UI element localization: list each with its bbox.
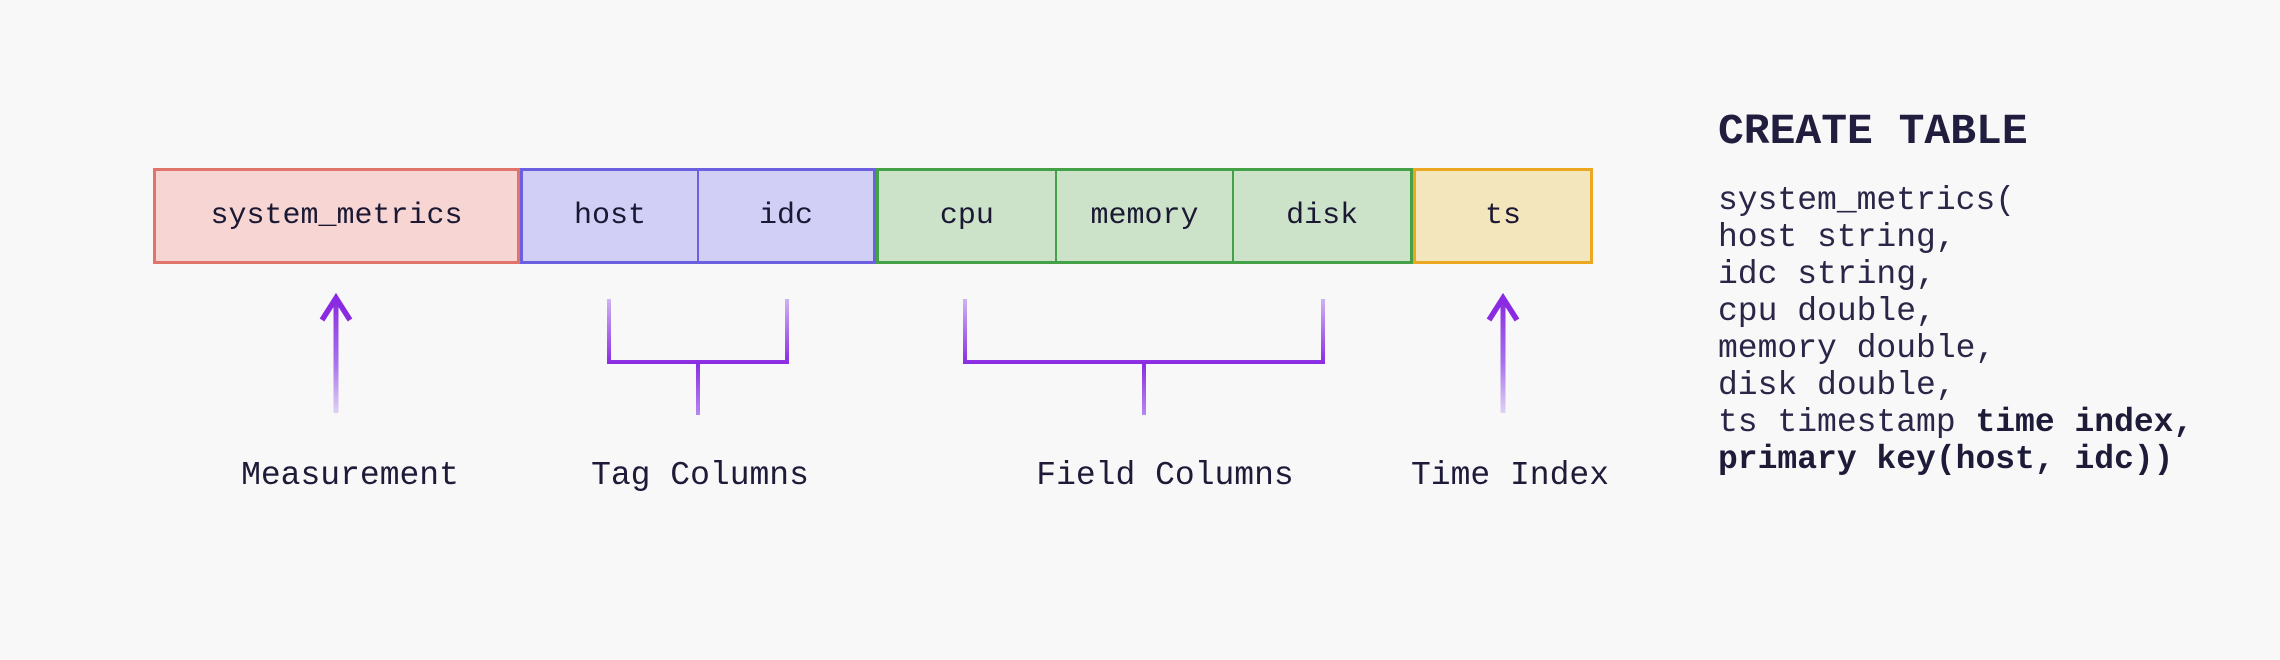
sql-panel: CREATE TABLE system_metrics(host string,… (1718, 107, 2193, 479)
tag-column-cell-idc: idc (699, 171, 873, 261)
cell-divider (697, 171, 699, 261)
sql-text-segment: disk double, (1718, 367, 1956, 404)
field-column-label: cpu (939, 199, 994, 233)
sql-text-segment: ts timestamp (1718, 404, 1976, 441)
table-strip: system_metrics host idc cpu memory disk (153, 168, 1593, 264)
measurement-arrow-icon (319, 292, 353, 413)
sql-keyword-segment: time index, (1975, 404, 2194, 441)
time-index-label: Time Index (1410, 457, 1610, 494)
tag-column-cell-host: host (523, 171, 697, 261)
measurement-label: Measurement (241, 457, 459, 494)
field-column-cell-cpu: cpu (879, 171, 1055, 261)
tag-column-label: idc (758, 199, 813, 233)
time-index-arrow-icon (1486, 292, 1520, 413)
tag-columns-bracket-icon (607, 299, 789, 415)
sql-text-segment: idc string, (1718, 256, 1936, 293)
sql-line: system_metrics( (1718, 182, 2193, 219)
field-columns-bracket-icon (963, 299, 1325, 415)
cell-divider (1054, 171, 1057, 261)
tag-column-label: host (573, 199, 646, 233)
field-column-cell-memory: memory (1057, 171, 1233, 261)
sql-statement: system_metrics(host string,idc string,cp… (1718, 182, 2193, 478)
sql-line: host string, (1718, 219, 2193, 256)
field-columns-group: cpu memory disk (876, 168, 1413, 264)
sql-heading: CREATE TABLE (1718, 107, 2028, 156)
sql-text-segment: memory double, (1718, 330, 1996, 367)
sql-text-segment: host string, (1718, 219, 1956, 256)
sql-line: memory double, (1718, 330, 2193, 367)
tag-columns-group: host idc (520, 168, 876, 264)
cell-divider (1232, 171, 1235, 261)
time-index-box: ts (1413, 168, 1593, 264)
field-columns-label: Field Columns (1036, 457, 1294, 494)
sql-keyword-segment: primary key(host, idc)) (1718, 441, 2174, 478)
sql-line: ts timestamp time index, (1718, 404, 2193, 441)
field-column-label: memory (1090, 199, 1199, 233)
sql-line: primary key(host, idc)) (1718, 441, 2193, 478)
tag-columns-label: Tag Columns (591, 457, 809, 494)
sql-line: disk double, (1718, 367, 2193, 404)
sql-line: idc string, (1718, 256, 2193, 293)
field-column-label: disk (1286, 199, 1359, 233)
sql-line: cpu double, (1718, 293, 2193, 330)
sql-text-segment: cpu double, (1718, 293, 1936, 330)
sql-text-segment: system_metrics( (1718, 182, 2016, 219)
time-index-box-label: ts (1484, 199, 1521, 233)
measurement-box-label: system_metrics (210, 199, 463, 233)
measurement-box: system_metrics (153, 168, 520, 264)
field-column-cell-disk: disk (1234, 171, 1410, 261)
